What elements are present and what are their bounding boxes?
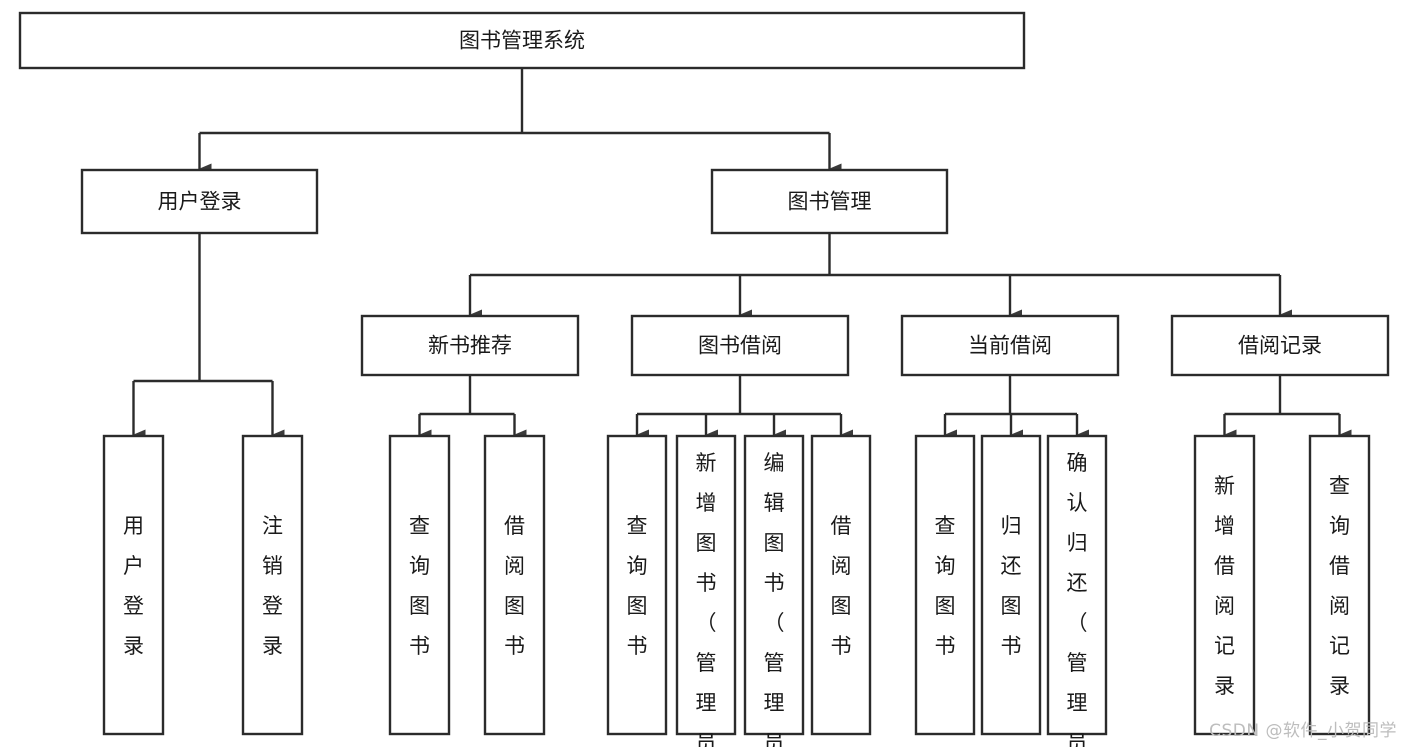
- csdn-watermark: CSDN @软件_小贺同学: [1209, 721, 1397, 741]
- leaf-label: 用户登录: [123, 514, 144, 658]
- leaf-label: 确认归还（管理员）: [1067, 451, 1088, 747]
- node-label: 图书管理系统: [459, 29, 585, 53]
- leaf-leaf-query-book-1[interactable]: 查询图书: [388, 434, 451, 736]
- leaf-label: 查询图书: [935, 514, 956, 658]
- leaf-leaf-add-book[interactable]: 新增图书（管理员）: [675, 434, 737, 747]
- node-label: 借阅记录: [1238, 334, 1322, 358]
- leaf-label: 编辑图书（管理员）: [764, 451, 785, 747]
- leaf-leaf-user-logout[interactable]: 注销登录: [241, 434, 304, 736]
- leaf-leaf-query-book-2[interactable]: 查询图书: [606, 434, 668, 736]
- leaf-leaf-edit-book[interactable]: 编辑图书（管理员）: [743, 434, 805, 747]
- node-boxes: 图书管理系统用户登录图书管理新书推荐图书借阅当前借阅借阅记录用户登录注销登录查询…: [18, 11, 1390, 747]
- leaf-label: 查询图书: [627, 514, 648, 658]
- leaf-label: 新增图书（管理员）: [696, 451, 717, 747]
- node-user-login[interactable]: 用户登录: [80, 168, 319, 235]
- leaf-label: 查询借阅记录: [1329, 474, 1350, 698]
- leaf-leaf-confirm-return[interactable]: 确认归还（管理员）: [1046, 434, 1108, 747]
- node-label: 新书推荐: [428, 334, 512, 358]
- leaf-label: 归还图书: [1001, 514, 1022, 658]
- node-book-borrow[interactable]: 图书借阅: [630, 314, 850, 377]
- node-label: 图书管理: [788, 190, 872, 214]
- node-new-book-rec[interactable]: 新书推荐: [360, 314, 580, 377]
- leaf-leaf-add-record[interactable]: 新增借阅记录: [1193, 434, 1256, 736]
- leaf-leaf-query-record[interactable]: 查询借阅记录: [1308, 434, 1371, 736]
- leaf-leaf-return-book[interactable]: 归还图书: [980, 434, 1042, 736]
- connector-lines: [132, 68, 1352, 441]
- leaf-label: 新增借阅记录: [1214, 474, 1235, 698]
- leaf-leaf-query-book-3[interactable]: 查询图书: [914, 434, 976, 736]
- leaf-leaf-borrow-book-2[interactable]: 借阅图书: [810, 434, 872, 736]
- node-label: 用户登录: [158, 190, 242, 214]
- node-root-book-management-system[interactable]: 图书管理系统: [18, 11, 1026, 70]
- node-label: 图书借阅: [698, 334, 782, 358]
- leaf-label: 查询图书: [409, 514, 430, 658]
- leaf-label: 借阅图书: [831, 514, 852, 658]
- leaf-label: 借阅图书: [504, 514, 525, 658]
- node-label: 当前借阅: [968, 334, 1052, 358]
- node-borrow-record[interactable]: 借阅记录: [1170, 314, 1390, 377]
- leaf-leaf-borrow-book-1[interactable]: 借阅图书: [483, 434, 546, 736]
- node-book-manage[interactable]: 图书管理: [710, 168, 949, 235]
- leaf-leaf-user-login[interactable]: 用户登录: [102, 434, 165, 736]
- leaf-label: 注销登录: [262, 514, 283, 658]
- node-current-borrow[interactable]: 当前借阅: [900, 314, 1120, 377]
